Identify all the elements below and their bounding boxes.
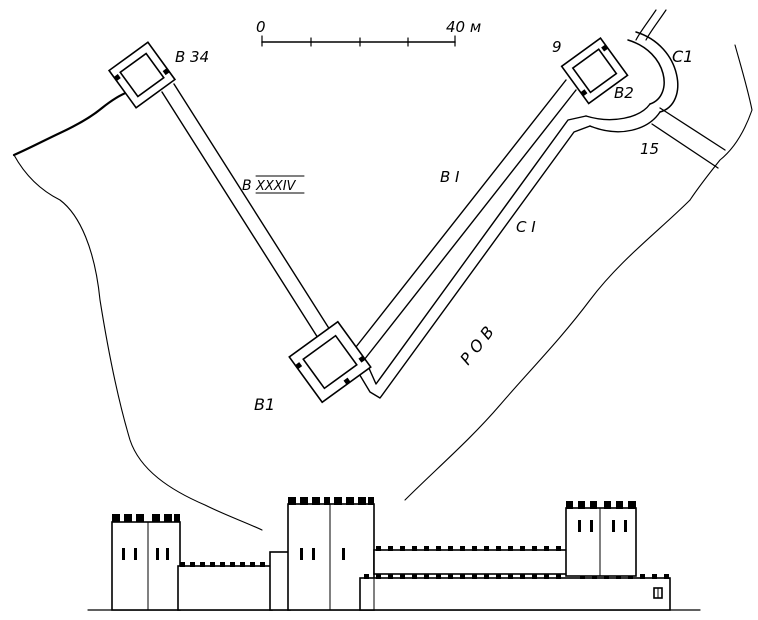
- label-tower-c1: С1: [672, 47, 693, 66]
- label-wall-bxxxiv-roman: XXXIV: [255, 179, 297, 194]
- label-tower-b34: В 34: [175, 48, 209, 66]
- label-tower-b1: В1: [254, 395, 275, 414]
- tower-b1: [288, 320, 372, 404]
- road-to-tower-c1: [651, 107, 726, 169]
- tower-b2: [560, 36, 629, 105]
- scale-end-label: 40 м: [446, 18, 481, 36]
- label-wall-ci: С I: [516, 218, 536, 236]
- label-wall-bi: В I: [440, 168, 460, 186]
- label-point-9: 9: [552, 38, 562, 56]
- terrain-outline-right-lower: [404, 199, 691, 501]
- cliff-edge-line: [12, 90, 130, 157]
- wall-bi: [351, 79, 577, 361]
- label-tower-b2: В2: [614, 84, 634, 102]
- label-point-15: 15: [640, 140, 659, 158]
- tower-c1: [627, 31, 679, 113]
- label-wall-bxxxiv: В XXXIV: [242, 175, 305, 194]
- label-wall-bxxxiv-letter: В: [242, 178, 252, 194]
- label-moat-rov: Р О В: [456, 323, 498, 369]
- terrain-outline-left: [13, 154, 263, 531]
- wall-ci: [357, 103, 661, 399]
- path-line-top-right: [635, 9, 667, 41]
- tower-b34: [107, 41, 177, 109]
- scale-bar: 0 40 м: [256, 18, 481, 47]
- terrain-outline-right-upper: [689, 44, 753, 201]
- scale-zero-label: 0: [256, 18, 266, 36]
- fortress-elevation: [87, 497, 701, 611]
- wall-bxxxiv: [161, 83, 331, 339]
